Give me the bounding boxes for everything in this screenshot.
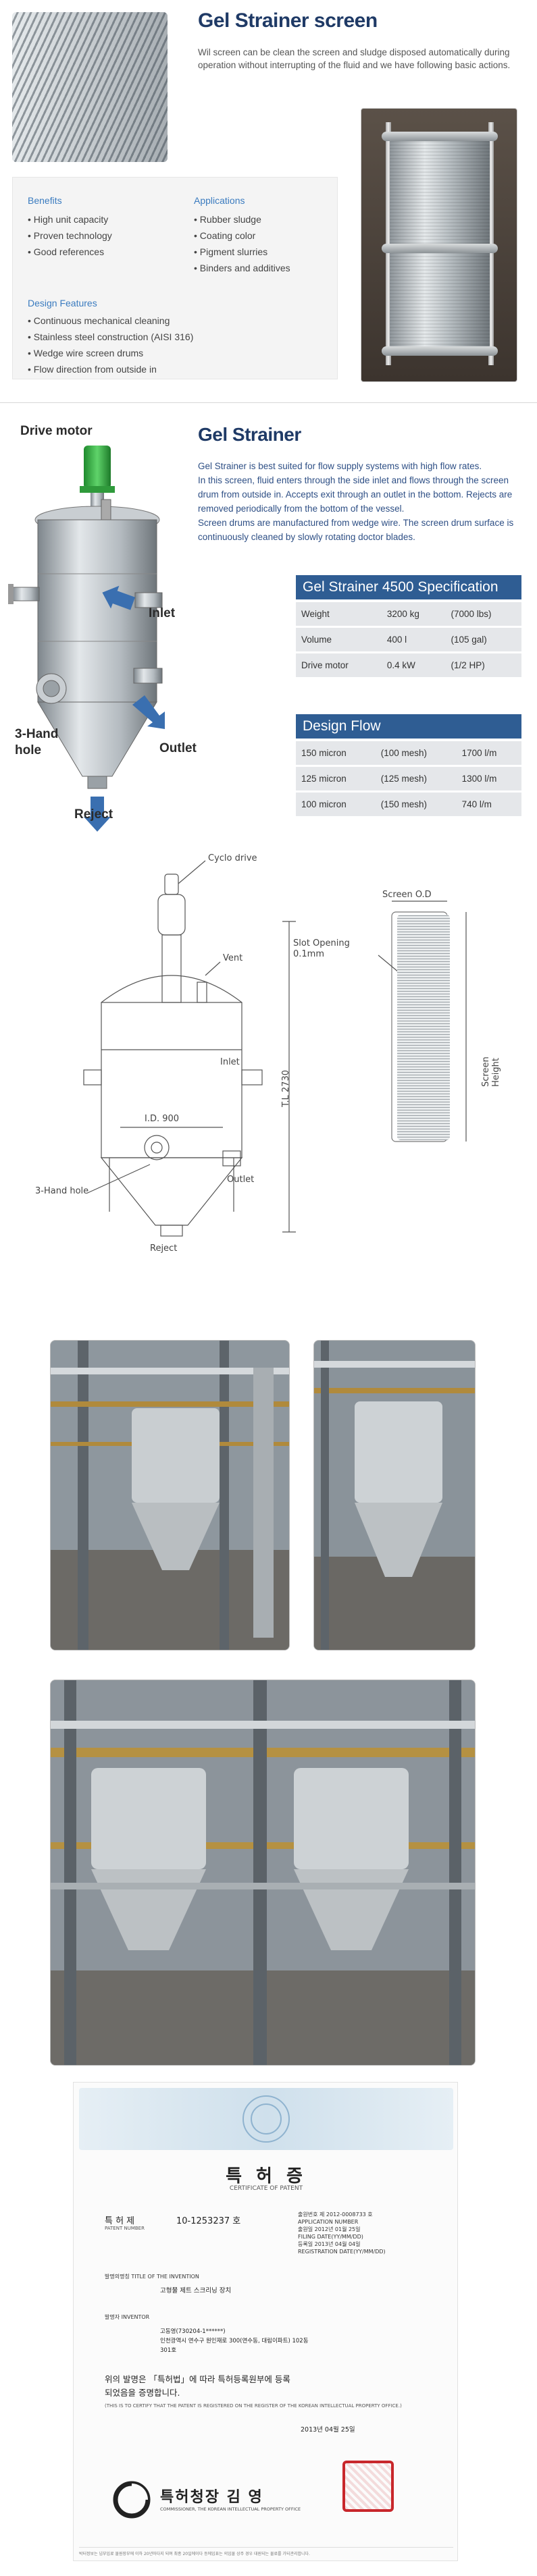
- table-cell: 740 l/m: [456, 791, 521, 818]
- application-item: Coating color: [194, 227, 290, 244]
- vent-label: Vent: [223, 953, 243, 963]
- table-cell: (7000 lbs): [445, 601, 521, 628]
- application-item: Binders and additives: [194, 260, 290, 276]
- table-cell: 0.4 kW: [381, 652, 446, 679]
- table-cell: 150 micron: [296, 740, 376, 767]
- table-cell: (125 mesh): [375, 766, 457, 793]
- spec-table-heading: Gel Strainer 4500 Specification: [296, 575, 521, 602]
- invention-title: 고형물 제트 스크리닝 장치: [160, 2287, 232, 2295]
- benefit-item: Good references: [28, 244, 112, 260]
- table-row: Drive motor 0.4 kW (1/2 HP): [296, 652, 521, 679]
- table-row: Volume 400 l (105 gal): [296, 626, 521, 653]
- certificate-footer: 박터정보는 넘부임료 물원장부에 이하 20년마다지 되며 최종 20일에이다 …: [79, 2547, 453, 2556]
- spec-table: Gel Strainer 4500 Specification Weight 3…: [296, 575, 521, 679]
- benefit-item: Proven technology: [28, 227, 112, 244]
- invention-label: 발명의명칭 TITLE OF THE INVENTION: [105, 2274, 199, 2280]
- certificate-subtitle: CERTIFICATE OF PATENT: [229, 2185, 303, 2192]
- tl-dimension-label: T.L 2730: [281, 1070, 291, 1107]
- applications-heading: Applications: [194, 195, 245, 206]
- benefits-block: Benefits High unit capacity Proven techn…: [28, 195, 112, 260]
- hand-hole-drawing-label: 3-Hand hole: [35, 1186, 89, 1196]
- table-cell: 400 l: [381, 626, 446, 653]
- design-flow-heading: Design Flow: [296, 714, 521, 741]
- drive-motor-label: Drive motor: [20, 424, 93, 438]
- section-description: Gel Strainer is best suited for flow sup…: [198, 461, 514, 542]
- intro-text: Wil screen can be clean the screen and s…: [198, 47, 511, 70]
- benefit-item: High unit capacity: [28, 211, 112, 227]
- certification-statement: 위의 발명은 「특허법」에 따라 특허등록원부에 등록 되었음을 증명합니다.: [105, 2374, 290, 2398]
- design-feature-item: Wedge wire screen drums: [28, 345, 193, 361]
- section-title: Gel Strainer: [198, 424, 301, 445]
- table-cell: (100 mesh): [375, 740, 457, 767]
- application-item: Rubber sludge: [194, 211, 290, 227]
- design-features-heading: Design Features: [28, 298, 97, 308]
- design-features-block: Design Features Continuous mechanical cl…: [28, 298, 193, 377]
- kipo-logo: [111, 2479, 152, 2520]
- installation-photo: [313, 1340, 476, 1651]
- table-cell: (105 gal): [445, 626, 521, 653]
- screen-drum-photo: [361, 108, 517, 382]
- slot-opening-label: Slot Opening 0.1mm: [293, 938, 350, 959]
- reject-drawing-label: Reject: [150, 1243, 178, 1254]
- inventor-label: 발명자 INVENTOR: [105, 2314, 150, 2320]
- inventor-info: 고동영(730204-1******) 인천광역시 연수구 원인재로 300(연…: [160, 2328, 309, 2354]
- issuer-en: COMMISSIONER, THE KOREAN INTELLECTUAL PR…: [160, 2506, 301, 2512]
- id-dimension-label: I.D. 900: [145, 1114, 180, 1124]
- wedge-wire-screen-photo: [12, 12, 168, 162]
- inlet-drawing-label: Inlet: [220, 1057, 240, 1067]
- table-cell: Volume: [296, 626, 382, 653]
- official-seal: [342, 2461, 394, 2512]
- patent-side-info: 출원번호 제 2012-0008733 호 APPLICATION NUMBER…: [298, 2211, 386, 2255]
- table-row: 150 micron (100 mesh) 1700 l/m: [296, 740, 521, 767]
- issue-date: 2013년 04월 25일: [301, 2426, 355, 2434]
- hand-hole-label: 3-Hand hole: [15, 727, 59, 757]
- features-box: Benefits High unit capacity Proven techn…: [12, 177, 338, 379]
- page-title: Gel Strainer screen: [198, 9, 378, 32]
- certificate-banner: [79, 2088, 453, 2150]
- table-row: Weight 3200 kg (7000 lbs): [296, 601, 521, 628]
- table-cell: 125 micron: [296, 766, 376, 793]
- screen-height-label: Screen Height: [481, 1056, 501, 1087]
- outlet-drawing-label: Outlet: [227, 1175, 255, 1185]
- certificate-title: 특 허 증: [226, 2166, 307, 2186]
- reject-label: Reject: [74, 807, 113, 822]
- issuer-name: 특허청장 김 영: [160, 2489, 263, 2506]
- patent-certificate: 특 허 증 CERTIFICATE OF PATENT 특 허 제 10-125…: [73, 2082, 458, 2561]
- table-cell: (1/2 HP): [445, 652, 521, 679]
- table-row: 100 micron (150 mesh) 740 l/m: [296, 791, 521, 818]
- design-feature-item: Flow direction from outside in: [28, 361, 193, 377]
- technical-drawing: [27, 847, 510, 1293]
- installation-photo: [50, 1340, 290, 1651]
- table-cell: 3200 kg: [381, 601, 446, 628]
- installation-photo: [50, 1680, 476, 2066]
- applications-block: Applications Rubber sludge Coating color…: [194, 195, 290, 276]
- table-row: 125 micron (125 mesh) 1300 l/m: [296, 766, 521, 793]
- benefits-heading: Benefits: [28, 195, 62, 206]
- design-flow-table: Design Flow 150 micron (100 mesh) 1700 l…: [296, 714, 521, 818]
- table-cell: Weight: [296, 601, 382, 628]
- patent-number: 10-1253237 호: [176, 2216, 241, 2226]
- screen-od-label: Screen O.D: [382, 890, 432, 900]
- table-cell: 100 micron: [296, 791, 376, 818]
- certification-statement-en: (THIS IS TO CERTIFY THAT THE PATENT IS R…: [105, 2403, 402, 2409]
- section-divider: [0, 402, 537, 403]
- patent-no-en: PATENT NUMBER: [105, 2226, 145, 2231]
- application-item: Pigment slurries: [194, 244, 290, 260]
- table-cell: 1300 l/m: [456, 766, 521, 793]
- table-cell: Drive motor: [296, 652, 382, 679]
- design-feature-item: Stainless steel construction (AISI 316): [28, 329, 194, 345]
- strainer-illustration: [0, 419, 189, 837]
- table-cell: (150 mesh): [375, 791, 457, 818]
- outlet-label: Outlet: [159, 741, 197, 755]
- cyclo-drive-label: Cyclo drive: [208, 853, 257, 863]
- patent-no-label: 특 허 제: [105, 2216, 135, 2226]
- table-cell: 1700 l/m: [456, 740, 521, 767]
- screen-drum-drawing: [397, 915, 450, 1140]
- inlet-label: Inlet: [149, 606, 176, 620]
- design-feature-item: Continuous mechanical cleaning: [28, 313, 193, 329]
